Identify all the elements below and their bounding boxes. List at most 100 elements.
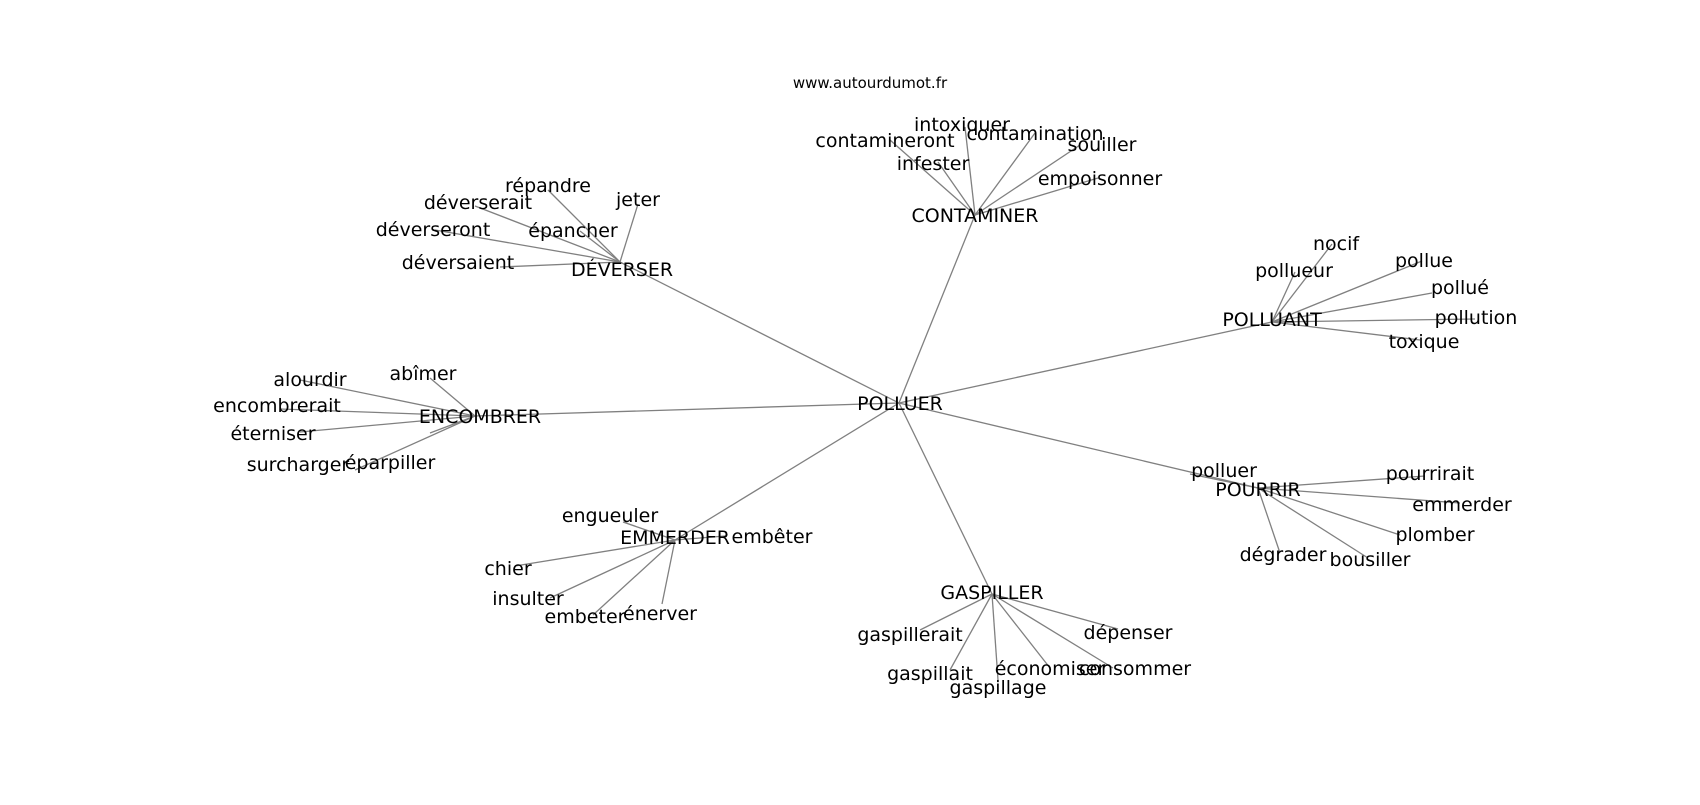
- word-label-emmerder: emmerder: [1412, 494, 1512, 516]
- edge-center-deverser: [619, 261, 900, 404]
- word-label-pollue: pollue: [1395, 250, 1453, 272]
- edge-gaspiller-depenser: [991, 593, 1119, 630]
- edge-contaminer-empoisonner: [974, 177, 1099, 216]
- edge-encombrer-abimer: [429, 377, 476, 417]
- edge-gaspiller-gaspillerait: [919, 593, 993, 631]
- word-label-degrader: dégrader: [1240, 544, 1327, 566]
- edge-deverser-jeter: [619, 203, 639, 263]
- word-label-alourdir: alourdir: [273, 369, 346, 391]
- edge-center-polluant: [898, 321, 1273, 404]
- edge-gaspiller-economiser: [991, 593, 1051, 669]
- edge-polluant-nocif: [1271, 243, 1333, 323]
- edge-contaminer-contamineront: [889, 139, 976, 216]
- word-label-repandre: répandre: [505, 175, 591, 197]
- edge-contaminer-infester: [937, 161, 976, 216]
- edge-encombrer-encombrerait: [279, 408, 476, 417]
- edge-gaspiller-gaspillait: [949, 593, 993, 671]
- word-label-insulter: insulter: [492, 588, 564, 610]
- edge-pourrir-bousiller: [1257, 487, 1369, 559]
- word-label-contamination: contamination: [966, 123, 1103, 145]
- edge-center-contaminer: [898, 214, 976, 404]
- hub-label-encombrer: ENCOMBRER: [419, 406, 541, 428]
- word-label-toxique: toxique: [1389, 331, 1460, 353]
- hub-label-deverser: DÉVERSER: [571, 258, 673, 281]
- edge-encombrer-eterniser: [299, 415, 476, 433]
- word-label-enerver: énerver: [623, 603, 697, 625]
- edge-polluant-pollution: [1271, 318, 1476, 323]
- word-label-consommer: consommer: [1079, 658, 1191, 680]
- edge-encombrer-alourdir: [299, 379, 476, 417]
- word-label-embeter: embeter: [545, 606, 626, 628]
- word-label-epancher: épancher: [528, 220, 618, 242]
- hub-label-polluant: POLLUANT: [1222, 309, 1322, 331]
- edge-contaminer-contamination: [974, 132, 1036, 216]
- edge-pourrir-emmerder: [1257, 487, 1461, 504]
- edge-emmerder-enerver: [661, 539, 676, 605]
- edge-deverser-deverseront: [434, 229, 621, 263]
- edge-contaminer-souiller: [974, 144, 1081, 216]
- edge-gaspiller-consommer: [991, 593, 1114, 669]
- word-label-contamineront: contamineront: [815, 130, 954, 152]
- word-label-souiller: souiller: [1068, 134, 1137, 156]
- word-label-embeter: embêter: [732, 526, 813, 548]
- edge-encombrer-surcharger: [354, 415, 476, 471]
- edge-emmerder-embeter: [674, 535, 726, 541]
- word-label-gaspillerait: gaspillerait: [857, 624, 962, 646]
- word-label-chier: chier: [484, 558, 531, 580]
- edge-contaminer-intoxiquer: [964, 126, 976, 216]
- edge-polluant-pollue: [1271, 292, 1433, 323]
- edge-pourrir-plomber: [1257, 487, 1401, 536]
- hub-label-contaminer: CONTAMINER: [912, 205, 1039, 227]
- word-label-engueuler: engueuler: [562, 505, 659, 527]
- edge-center-encombrer: [474, 402, 900, 417]
- hub-label-pourrir: POURRIR: [1215, 479, 1301, 501]
- edge-center-pourrir: [898, 402, 1259, 489]
- hub-label-gaspiller: GASPILLER: [940, 582, 1043, 604]
- word-label-nocif: nocif: [1313, 233, 1360, 255]
- word-label-deverserait: déverserait: [424, 192, 532, 214]
- word-label-deversaient: déversaient: [402, 252, 515, 274]
- word-label-depenser: dépenser: [1084, 622, 1173, 644]
- edge-deverser-deverserait: [474, 205, 621, 263]
- word-label-surcharger: surcharger: [247, 454, 350, 476]
- labels-layer: www.autourdumot.fr POLLUER CONTAMINERint…: [213, 74, 1517, 699]
- edge-polluant-toxique: [1271, 321, 1421, 341]
- edge-center-emmerder: [674, 402, 900, 541]
- edge-encombrer-eparpiller: [429, 415, 476, 434]
- word-label-polluer: polluer: [1191, 460, 1257, 482]
- word-label-pollueur: pollueur: [1255, 260, 1333, 282]
- edge-pourrir-degrader: [1257, 487, 1281, 554]
- word-label-gaspillage: gaspillage: [950, 677, 1047, 699]
- word-label-encombrerait: encombrerait: [213, 395, 341, 417]
- center-node-label: POLLUER: [857, 393, 943, 415]
- word-label-infester: infester: [897, 153, 970, 175]
- edge-emmerder-engueuler: [622, 521, 676, 541]
- edge-polluant-pollue: [1271, 260, 1423, 323]
- edge-emmerder-embeter: [592, 539, 676, 616]
- edge-emmerder-chier: [514, 539, 676, 567]
- edge-pourrir-polluer: [1189, 473, 1259, 489]
- word-label-pollution: pollution: [1435, 307, 1518, 329]
- word-label-deverseront: déverseront: [376, 219, 491, 241]
- word-label-economiser: économiser: [995, 658, 1106, 680]
- word-label-bousiller: bousiller: [1330, 549, 1411, 571]
- hub-label-emmerder: EMMERDER: [620, 527, 730, 549]
- word-label-pourrirait: pourrirait: [1386, 463, 1474, 485]
- edges-layer: [279, 126, 1476, 681]
- word-label-empoisonner: empoisonner: [1038, 168, 1162, 190]
- word-label-pollue: pollué: [1431, 277, 1489, 299]
- word-label-jeter: jeter: [615, 189, 660, 211]
- edge-gaspiller-gaspillage: [991, 593, 999, 681]
- word-label-plomber: plomber: [1395, 524, 1474, 546]
- word-label-eparpiller: éparpiller: [345, 452, 436, 474]
- edge-emmerder-insulter: [549, 539, 676, 599]
- source-label: www.autourdumot.fr: [793, 74, 948, 92]
- edge-deverser-deversaient: [499, 261, 621, 268]
- word-label-gaspillait: gaspillait: [887, 663, 973, 685]
- word-label-abimer: abîmer: [390, 363, 457, 385]
- edge-center-gaspiller: [898, 402, 993, 595]
- edge-deverser-epancher: [579, 230, 621, 263]
- edge-deverser-repandre: [547, 189, 621, 263]
